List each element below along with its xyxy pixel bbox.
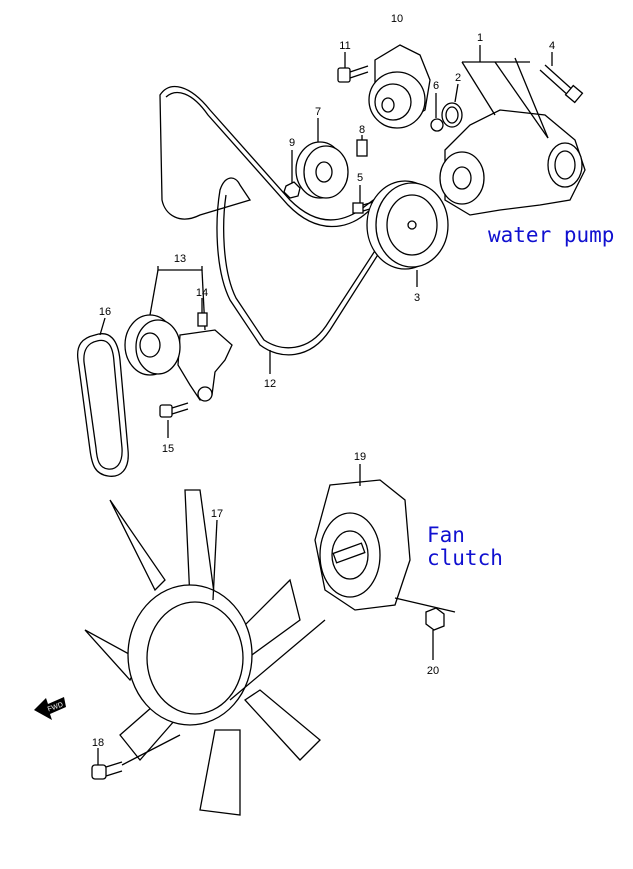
part-number-1: 1 [477, 32, 483, 44]
part-number-17: 17 [211, 508, 223, 520]
bolt-11 [337, 52, 369, 83]
fan-clutch-annotation-line1: Fan [427, 523, 465, 547]
bolt-18 [91, 734, 181, 780]
nut-9 [283, 150, 301, 199]
bolt-8 [356, 135, 368, 157]
part-number-11: 11 [339, 40, 350, 52]
part-number-9: 9 [289, 137, 295, 149]
part-number-4: 4 [549, 40, 555, 52]
water-pump-annotation: water pump [488, 223, 615, 247]
part-number-13: 13 [174, 253, 186, 265]
tensioner-13 [124, 266, 233, 402]
bolt-14 [197, 298, 208, 327]
part-number-20: 20 [427, 665, 439, 677]
nut-20 [425, 607, 445, 660]
forward-direction-icon: FWD [34, 697, 66, 720]
part-number-16: 16 [99, 306, 111, 318]
fan-clutch-19 [314, 464, 456, 613]
fan-clutch-annotation-line2: clutch [427, 546, 503, 570]
o-ring-2 [441, 83, 463, 128]
part-number-6: 6 [433, 80, 439, 92]
part-number-5: 5 [357, 172, 363, 184]
part-number-19: 19 [354, 451, 366, 463]
cooling-fan-17 [84, 489, 326, 816]
part-number-14: 14 [196, 287, 208, 299]
water-pump-pulley-3 [366, 180, 449, 287]
part-number-15: 15 [162, 443, 174, 455]
part-number-18: 18 [92, 737, 104, 749]
svg-text:FWD: FWD [47, 701, 64, 713]
drive-belt-12 [159, 86, 404, 356]
bolt-4 [514, 52, 584, 139]
part-number-10: 10 [391, 13, 403, 25]
part-number-7: 7 [315, 106, 321, 118]
tensioner-10 [368, 44, 431, 129]
idler-pulley-7 [295, 118, 349, 199]
part-number-3: 3 [414, 292, 420, 304]
water-pump-1 [439, 45, 586, 216]
bolt-15 [159, 402, 189, 438]
part-number-2: 2 [455, 72, 461, 84]
part-number-8: 8 [359, 124, 365, 136]
belt-16 [76, 333, 129, 477]
part-number-12: 12 [264, 378, 276, 390]
washer-6 [430, 93, 444, 132]
